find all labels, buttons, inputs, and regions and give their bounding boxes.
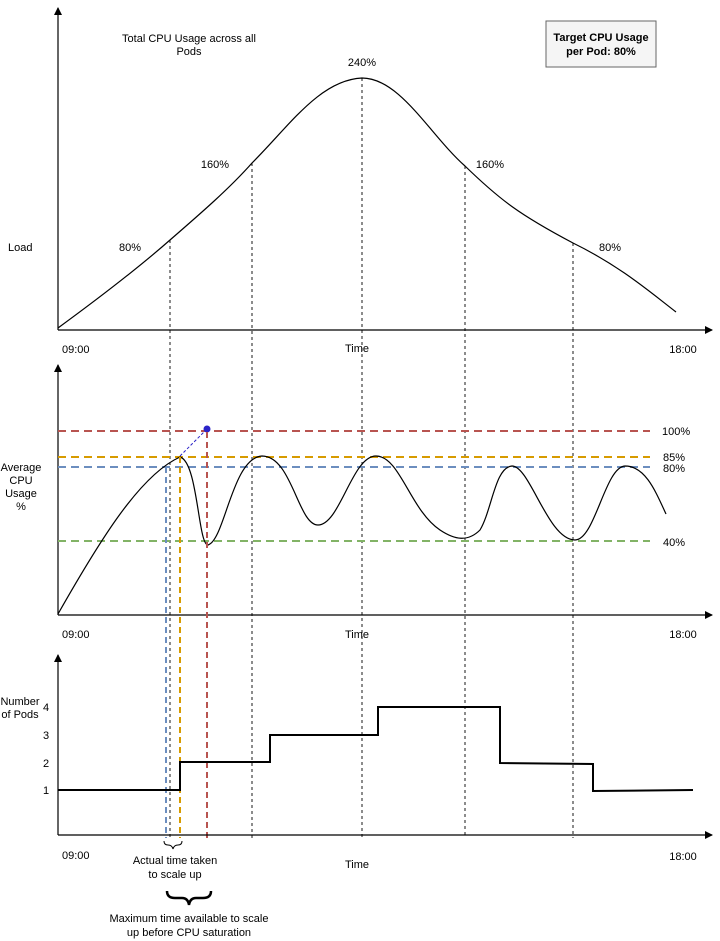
threshold-label-100: 100% [662,426,690,438]
cpu-y-label-line-4: % [16,501,26,513]
cpu-y-label-line-3: Usage [5,488,37,500]
cpu-usage-curve [57,455,667,615]
load-y-label: Load [8,242,32,254]
cpu-chart: 100% 85% 80% 40% Average CPU Usage % 09:… [1,364,713,838]
pods-y-label-line-1: Number [0,696,39,708]
load-point-label-1: 80% [119,242,141,254]
load-chart: Total CPU Usage across all Pods Load 80%… [8,7,713,838]
load-chart-title-line-1: Total CPU Usage across all [122,33,256,45]
pods-x-axis-title: Time [345,859,369,871]
pods-tick-4: 4 [43,702,49,714]
cpu-y-label-line-1: Average [1,462,42,474]
max-time-label-line-1: Maximum time available to scale [110,913,269,925]
load-x-axis-title: Time [345,343,369,355]
cpu-projection-line [179,428,208,457]
max-time-label-line-2: up before CPU saturation [127,927,251,939]
large-brace-icon [165,890,213,906]
cpu-x-axis-title: Time [345,629,369,641]
threshold-label-85: 85% [663,452,685,464]
load-x-end-label: 18:00 [669,344,697,356]
target-cpu-line-1: Target CPU Usage [553,32,648,44]
pods-chart: Number of Pods 4 3 2 1 09:00 Time 18:00 … [0,654,713,939]
pods-tick-1: 1 [43,785,49,797]
pods-step-line [58,706,694,793]
load-chart-title-line-2: Pods [176,46,202,58]
small-brace-icon [163,840,183,850]
load-point-label-4: 160% [476,159,504,171]
pods-x-start-label: 09:00 [62,850,90,862]
cpu-x-start-label: 09:00 [62,629,90,641]
pods-tick-2: 2 [43,758,49,770]
load-x-start-label: 09:00 [62,344,90,356]
load-point-label-5: 80% [599,242,621,254]
pods-y-label-line-2: of Pods [1,709,39,721]
actual-time-label-line-2: to scale up [148,869,201,881]
pods-tick-3: 3 [43,730,49,742]
load-point-label-2: 160% [201,159,229,171]
load-point-label-3: 240% [348,57,376,69]
load-curve [57,77,677,329]
target-cpu-box: Target CPU Usage per Pod: 80% [545,20,657,68]
threshold-label-80: 80% [663,463,685,475]
threshold-label-40: 40% [663,537,685,549]
actual-time-label-line-1: Actual time taken [133,855,217,867]
target-cpu-line-2: per Pod: 80% [566,46,636,58]
cpu-saturation-marker [203,425,211,433]
cpu-x-end-label: 18:00 [669,629,697,641]
pods-x-end-label: 18:00 [669,851,697,863]
cpu-y-label-line-2: CPU [9,475,32,487]
